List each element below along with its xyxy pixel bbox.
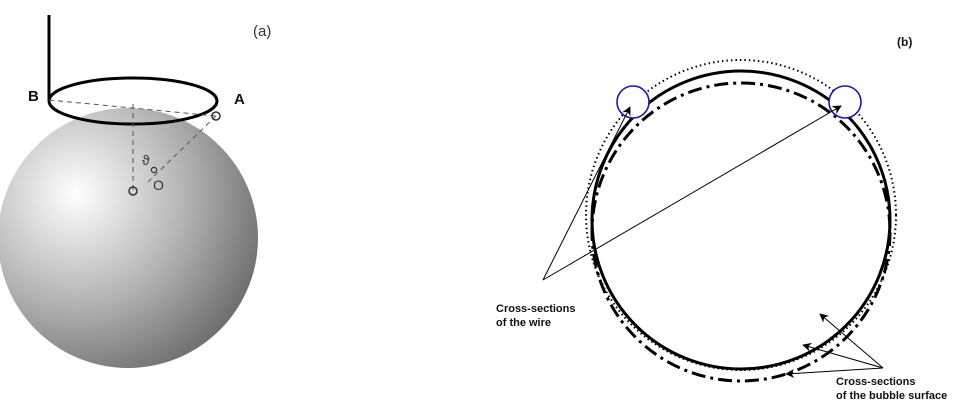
bubble-sphere bbox=[0, 108, 258, 368]
wire-pointer-right bbox=[542, 105, 842, 281]
panel-a: (a) B A ϑ O bbox=[0, 15, 271, 368]
surface-pointer-dotted bbox=[819, 313, 884, 369]
wire-cross-section-left bbox=[616, 85, 650, 119]
angle-symbol: ϑ bbox=[142, 152, 150, 168]
wire-callout-line2: of the wire bbox=[496, 317, 551, 329]
panel-b: (b) Cross-sections of the wire Cross-sec… bbox=[496, 35, 947, 402]
panel-a-label: (a) bbox=[253, 23, 271, 40]
surface-pointer-dashdot bbox=[785, 367, 884, 378]
loop-center-marker bbox=[128, 186, 138, 196]
surface-callout-line1: Cross-sections bbox=[836, 376, 915, 388]
surface-pointer-solid bbox=[802, 342, 884, 369]
dashdot-bubble-cross-section bbox=[590, 81, 892, 383]
sphere-center-marker bbox=[150, 166, 158, 174]
center-o-label: O bbox=[153, 177, 164, 193]
panel-b-label: (b) bbox=[897, 35, 912, 49]
point-a-marker bbox=[211, 111, 221, 121]
surface-callout-line2: of the bubble surface bbox=[836, 390, 947, 402]
point-b-label: B bbox=[28, 88, 39, 105]
wire-callout-line1: Cross-sections bbox=[496, 303, 575, 315]
radius-line bbox=[147, 115, 217, 183]
point-a-label: A bbox=[234, 91, 245, 108]
wire-pointer-left bbox=[542, 106, 631, 281]
wire-cross-section-right bbox=[828, 85, 862, 119]
